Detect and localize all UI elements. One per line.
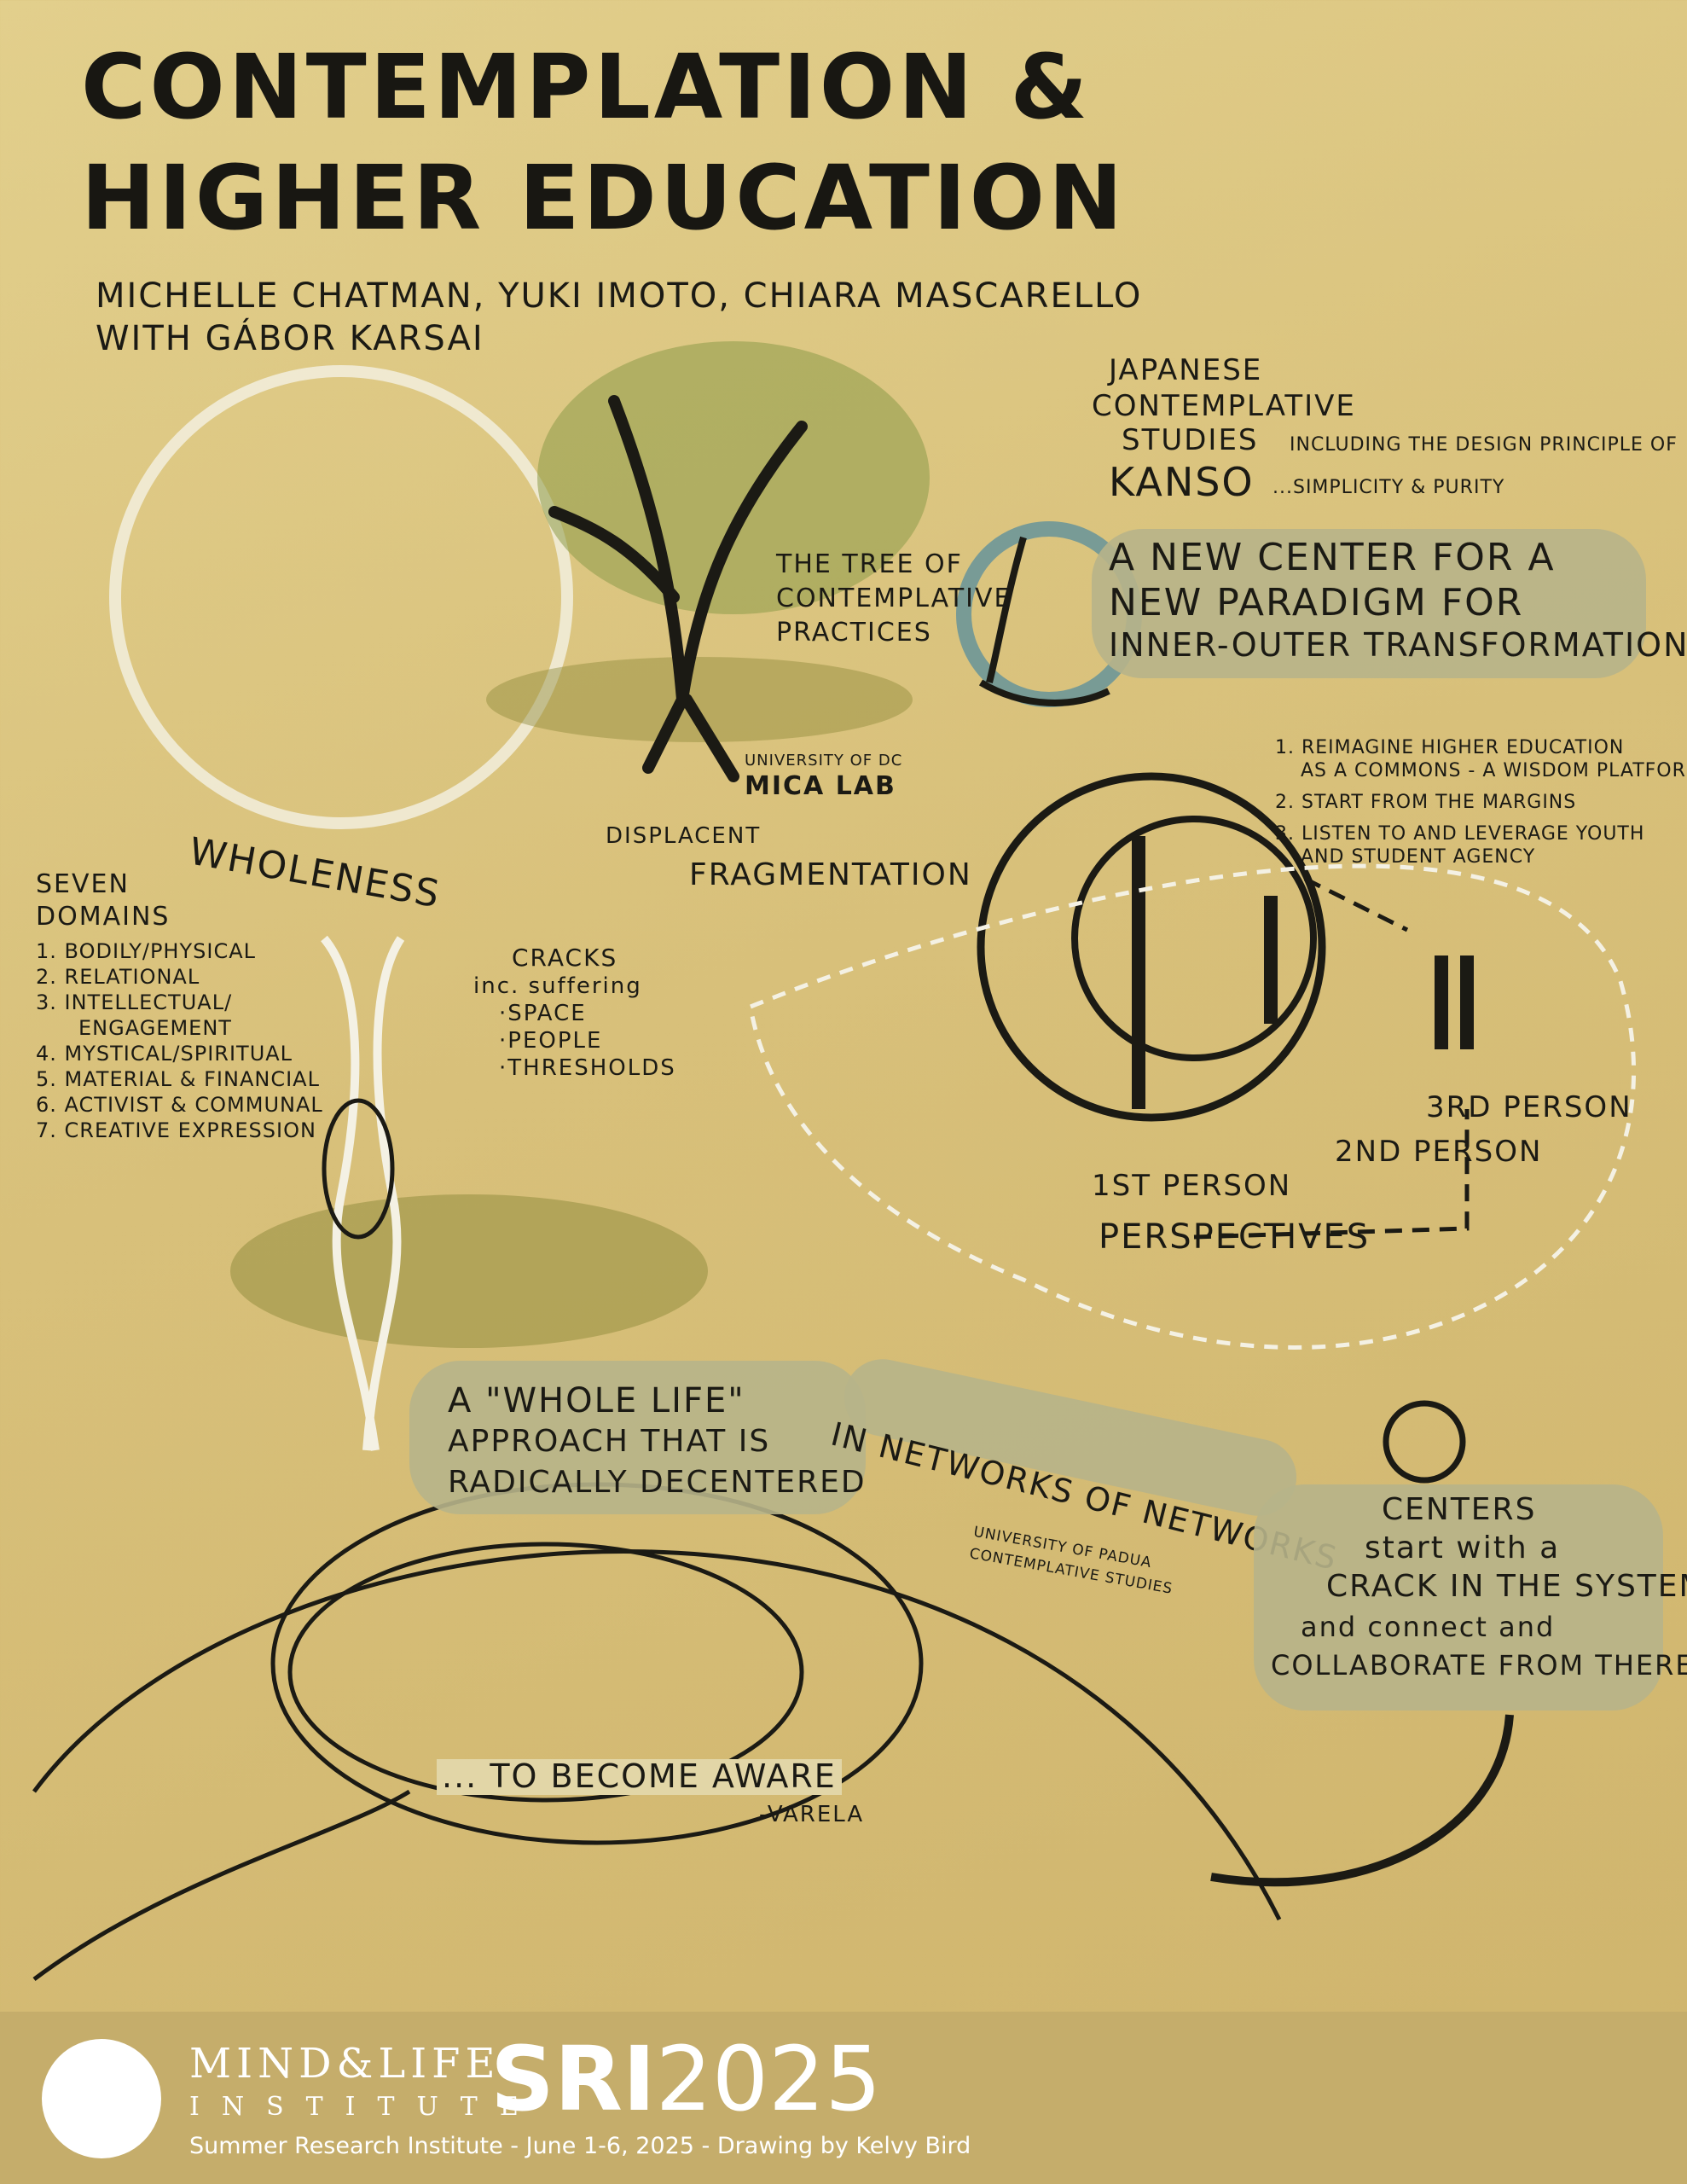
displacent-label: Displacent: [606, 823, 762, 849]
new-center-line3: inner-outer transformation: [1109, 626, 1687, 664]
goal-item: 3. Listen to and leverage youth: [1275, 823, 1645, 845]
tree-label-line3: practices: [776, 618, 932, 648]
mind-life-logo-icon: [42, 2039, 161, 2158]
second-person-label: 2nd Person: [1335, 1135, 1543, 1169]
centers-line4: and connect and: [1301, 1611, 1556, 1643]
wholeness-circle: [109, 365, 573, 829]
first-person-label: 1st Person: [1092, 1169, 1292, 1203]
domain-item: 3. Intellectual/: [36, 990, 233, 1014]
third-person-label: 3rd Person: [1426, 1090, 1632, 1124]
japanese-line2: Contemplative: [1092, 389, 1356, 423]
japanese-line3: Studies: [1122, 423, 1259, 457]
cracks-title: Cracks: [512, 944, 618, 972]
goal-item: as a commons - a wisdom platform: [1301, 760, 1687, 781]
cracks-item: ·Space: [499, 1001, 587, 1026]
authors-line1: Michelle Chatman, Yuki Imoto, Chiara Mas…: [96, 276, 1143, 316]
whole-life-bubble: [409, 1361, 866, 1514]
footer-sri: SRI: [490, 2027, 656, 2131]
cracks-inc: inc. suffering: [473, 973, 642, 999]
domain-item: 6. Activist & Communal: [36, 1093, 323, 1117]
centers-line5: collaborate from there: [1271, 1649, 1687, 1682]
kanso: Kanso: [1109, 459, 1255, 505]
network-path: [748, 863, 1636, 1350]
japanese-including: including the design principle of: [1290, 434, 1678, 456]
goal-item: 1. Reimagine higher education: [1275, 737, 1625, 758]
centers-bubble: [1254, 1484, 1663, 1711]
whole-life-line3: radically decentered: [448, 1465, 867, 1500]
goal-item: and student agency: [1301, 846, 1536, 868]
centers-line1: Centers: [1382, 1492, 1537, 1527]
domain-item: 1. Bodily/Physical: [36, 939, 256, 963]
tree-label-line1: The tree of: [776, 549, 963, 579]
footer: [0, 2012, 1687, 2184]
perspectives-diagram: [977, 772, 1474, 1240]
center-spiral-icon: [1383, 1400, 1466, 1484]
aware-label: ... to become aware: [437, 1758, 842, 1795]
mica-lab: MICA Lab: [745, 771, 896, 801]
domain-item: Engagement: [78, 1016, 232, 1040]
footer-sri-2025: SRI2025: [490, 2035, 881, 2123]
tree-icon: [486, 341, 930, 782]
whole-life-line1: A "Whole Life": [448, 1381, 745, 1420]
tree-label-line2: contemplative: [776, 584, 1012, 613]
title-line2: Higher Education: [81, 146, 1127, 250]
wholeness-figure-icon: [230, 935, 708, 1451]
authors-line2: with Gábor Karsai: [96, 319, 484, 358]
kanso-note: ...simplicity & purity: [1272, 477, 1505, 498]
perspectives-label: Perspectives: [1099, 1217, 1371, 1257]
domain-item: 4. Mystical/Spiritual: [36, 1042, 293, 1066]
japanese-line1: Japanese: [1109, 353, 1263, 387]
whole-life-line2: approach that is: [448, 1424, 771, 1459]
title-line1: Contemplation &: [81, 35, 1092, 139]
new-center-line2: new paradigm for: [1109, 581, 1524, 624]
centers-line3: crack in the system: [1326, 1569, 1687, 1604]
fragmentation-label: Fragmentation: [689, 857, 972, 892]
arrow-icon: [1210, 1714, 1514, 1887]
new-center-line1: A new center for a: [1109, 536, 1556, 579]
footer-caption: Summer Research Institute - June 1-6, 20…: [189, 2133, 971, 2159]
varela-label: -Varela: [759, 1802, 865, 1827]
footer-year: 2025: [655, 2027, 882, 2131]
domain-item: 5. Material & Financial: [36, 1067, 320, 1091]
mica-university: University of DC: [745, 752, 903, 770]
drawing-artwork: [32, 341, 1636, 1982]
goals-list: 1. Reimagine higher education as a commo…: [1275, 736, 1687, 868]
footer-institute: INSTITUTE: [189, 2092, 541, 2122]
centers-line2: start with a: [1365, 1531, 1561, 1565]
seven-domains-list: 1. Bodily/Physical 2. Relational 3. Inte…: [36, 938, 323, 1143]
new-center-bubble: [1092, 529, 1646, 678]
seven-domains-heading1: Seven: [36, 869, 130, 899]
seven-domains-heading2: Domains: [36, 902, 171, 932]
domain-item: 2. Relational: [36, 965, 200, 989]
domain-item: 7. Creative Expression: [36, 1118, 316, 1142]
cracks-item: ·People: [499, 1028, 603, 1054]
footer-mind-life: MIND&LIFE: [189, 2040, 501, 2088]
cracks-item: ·Thresholds: [499, 1055, 676, 1081]
goal-item: 2. Start from the margins: [1275, 792, 1577, 813]
